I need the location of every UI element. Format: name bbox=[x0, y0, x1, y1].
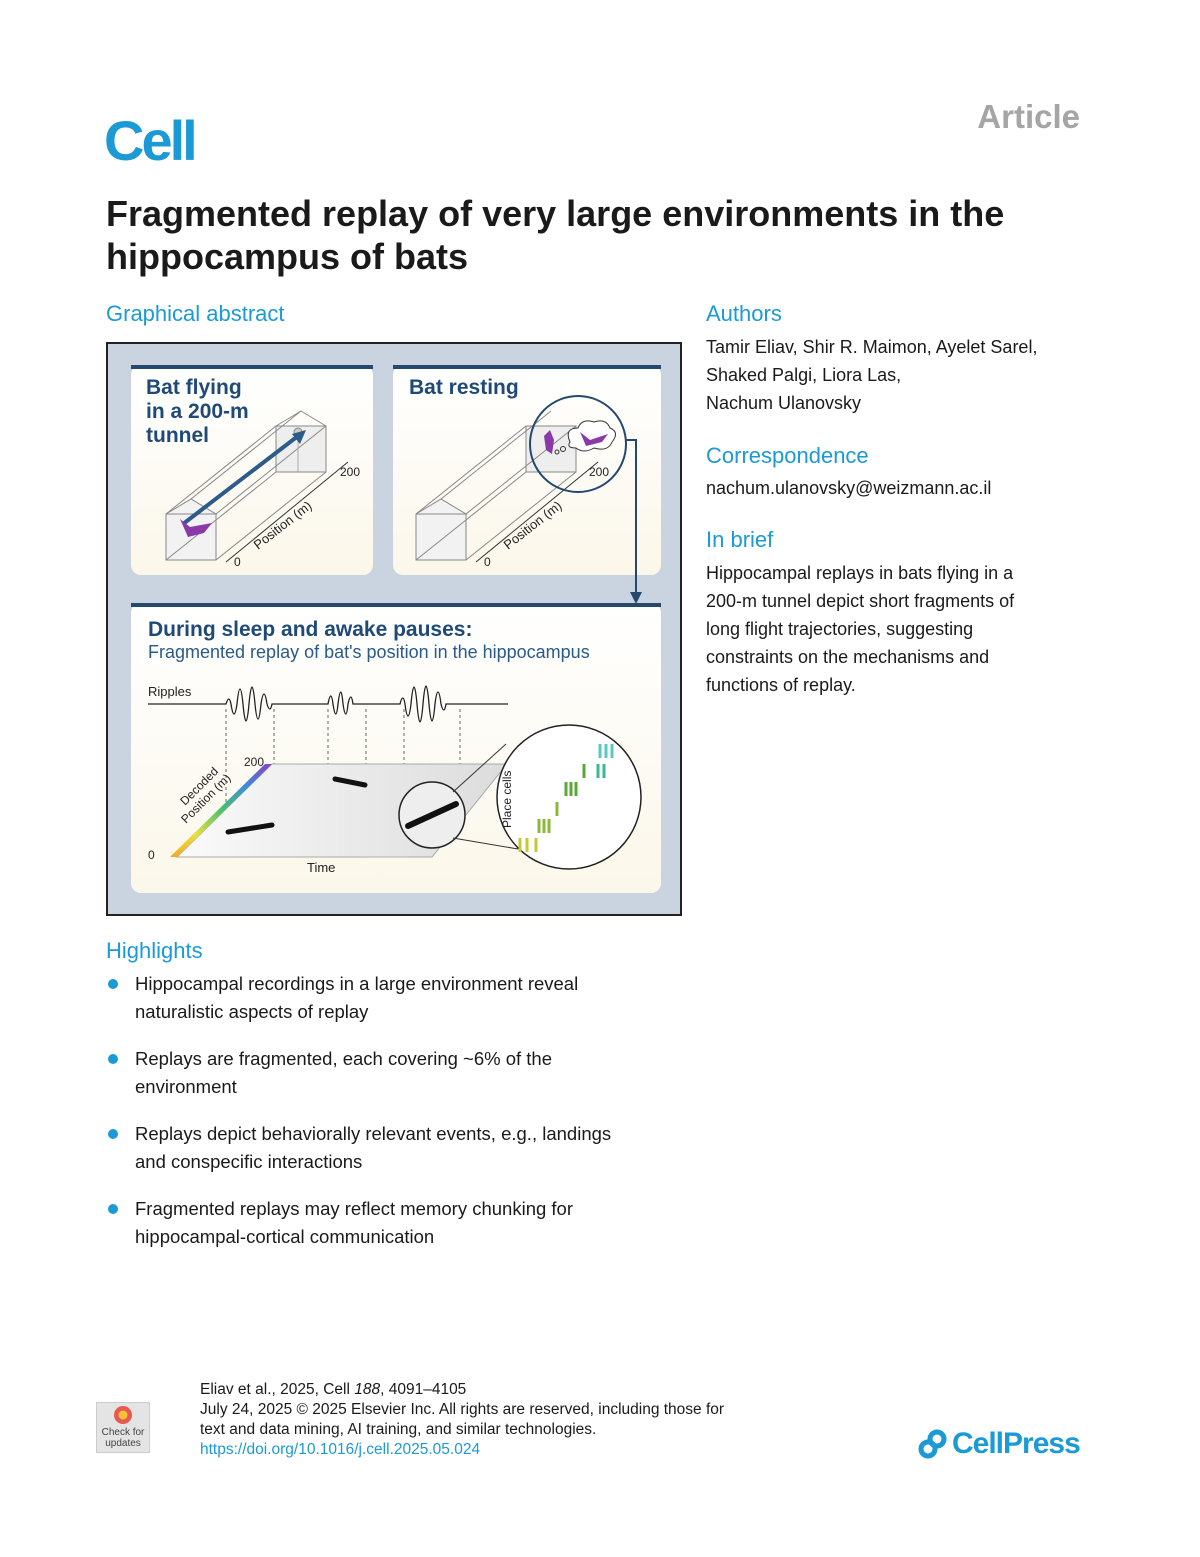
flight-arrow bbox=[181, 434, 300, 526]
highlight-line: and conspecific interactions bbox=[135, 1151, 363, 1172]
citation-line: Eliav et al., 2025, Cell 188, 4091–4105 bbox=[200, 1380, 724, 1400]
correspondence-email[interactable]: nachum.ulanovsky@weizmann.ac.il bbox=[706, 478, 992, 498]
copyright-line: text and data mining, AI training, and s… bbox=[200, 1421, 597, 1438]
doi-link[interactable]: https://doi.org/10.1016/j.cell.2025.05.0… bbox=[200, 1441, 481, 1458]
authors-line: Nachum Ulanovsky bbox=[706, 393, 862, 413]
highlight-line: naturalistic aspects of replay bbox=[135, 1001, 369, 1022]
axis-tick: 200 bbox=[244, 755, 264, 769]
citation-pages: , 4091–4105 bbox=[380, 1381, 467, 1398]
bullet-icon bbox=[108, 1129, 118, 1139]
in-brief-line: constraints on the mechanisms and bbox=[706, 647, 990, 667]
in-brief-heading: In brief bbox=[706, 527, 774, 552]
citation-text: Eliav et al., 2025, Cell bbox=[200, 1381, 355, 1398]
authors-line: Tamir Eliav, Shir R. Maimon, Ayelet Sare… bbox=[706, 337, 1038, 357]
axis-tick: 0 bbox=[484, 555, 491, 569]
crossmark-text: Check for updates bbox=[101, 1427, 145, 1449]
ripples-trace bbox=[148, 685, 508, 723]
in-brief-line: long flight trajectories, suggesting bbox=[706, 619, 974, 639]
highlight-item: Hippocampal recordings in a large enviro… bbox=[106, 970, 706, 1026]
connector-arrow bbox=[625, 439, 637, 596]
crossmark-icon bbox=[114, 1406, 132, 1424]
axis-label: Time bbox=[307, 860, 335, 875]
place-cells-label: Place cells bbox=[500, 771, 514, 828]
panel-title-line: in a 200-m bbox=[146, 400, 249, 423]
place-cells-zoom bbox=[496, 724, 642, 870]
place-cell-spikes bbox=[518, 744, 614, 852]
correspondence-heading: Correspondence bbox=[706, 443, 869, 468]
axis-tick: 200 bbox=[589, 465, 609, 479]
highlight-line: Replays are fragmented, each covering ~6… bbox=[135, 1048, 553, 1069]
copyright-line: July 24, 2025 © 2025 Elsevier Inc. All r… bbox=[200, 1401, 725, 1418]
axis-tick: 200 bbox=[340, 465, 360, 479]
highlight-item: Replays are fragmented, each covering ~6… bbox=[106, 1045, 706, 1101]
bat-icon bbox=[180, 519, 212, 537]
in-brief-line: Hippocampal replays in bats flying in a bbox=[706, 563, 1014, 583]
axis-tick: 0 bbox=[234, 555, 241, 569]
cellpress-text: CellPress bbox=[952, 1427, 1081, 1460]
highlight-line: environment bbox=[135, 1076, 237, 1097]
in-brief-line: functions of replay. bbox=[706, 675, 856, 695]
cellpress-mark-icon bbox=[918, 1429, 947, 1459]
in-brief-line: 200-m tunnel depict short fragments of bbox=[706, 591, 1015, 611]
panel-bat-flying: Bat flying in a 200-m tunnel 200 0 Posit… bbox=[131, 365, 373, 575]
panel-title-line: Bat flying bbox=[146, 376, 242, 399]
thought-cloud-icon bbox=[567, 420, 616, 452]
highlight-line: Fragmented replays may reflect memory ch… bbox=[135, 1198, 574, 1219]
highlight-line: hippocampal-cortical communication bbox=[135, 1226, 435, 1247]
arrow-head-icon bbox=[292, 430, 306, 444]
graphical-abstract: Bat flying in a 200-m tunnel 200 0 Posit… bbox=[106, 342, 682, 916]
graphical-abstract-figure: Bat flying in a 200-m tunnel 200 0 Posit… bbox=[131, 365, 661, 893]
cellpress-logo: CellPress bbox=[918, 1427, 1081, 1461]
bullet-icon bbox=[108, 979, 118, 989]
highlight-item: Replays depict behaviorally relevant eve… bbox=[106, 1120, 706, 1176]
highlights-list: Hippocampal recordings in a large enviro… bbox=[106, 970, 706, 1270]
dream-bat-icon bbox=[580, 432, 608, 446]
panel-subtitle: Fragmented replay of bat's position in t… bbox=[148, 642, 590, 662]
authors-heading: Authors bbox=[706, 301, 782, 326]
replay-trajectory bbox=[332, 776, 368, 788]
highlight-line: Hippocampal recordings in a large enviro… bbox=[135, 973, 579, 994]
zoom-circle bbox=[529, 395, 627, 493]
panel-title: Bat resting bbox=[409, 376, 519, 399]
highlights-heading: Highlights bbox=[106, 938, 203, 963]
axis-tick: 0 bbox=[148, 848, 155, 862]
paper-title: Fragmented replay of very large environm… bbox=[106, 193, 1005, 277]
resting-bat-icon bbox=[544, 430, 554, 454]
authors-list: Tamir Eliav, Shir R. Maimon, Ayelet Sare… bbox=[706, 333, 1037, 417]
citation-volume: 188 bbox=[354, 1381, 381, 1398]
panel-title: During sleep and awake pauses: bbox=[148, 618, 472, 641]
in-brief-text: Hippocampal replays in bats flying in a … bbox=[706, 559, 1014, 699]
panel-bat-resting: Bat resting 200 0 Position (m) bbox=[393, 365, 661, 575]
graphical-abstract-heading: Graphical abstract bbox=[106, 301, 285, 326]
bullet-icon bbox=[108, 1054, 118, 1064]
bullet-icon bbox=[108, 1204, 118, 1214]
highlight-item: Fragmented replays may reflect memory ch… bbox=[106, 1195, 706, 1251]
panel-title-line: tunnel bbox=[146, 424, 209, 447]
arrow-head-icon bbox=[630, 592, 642, 604]
replay-trajectory bbox=[405, 801, 459, 829]
citation-footer: Eliav et al., 2025, Cell 188, 4091–4105 … bbox=[200, 1380, 724, 1460]
highlight-line: Replays depict behaviorally relevant eve… bbox=[135, 1123, 612, 1144]
cell-journal-logo: Cell bbox=[104, 109, 198, 172]
position-color-scale bbox=[170, 764, 272, 857]
check-for-updates-badge[interactable]: Check for updates bbox=[96, 1402, 150, 1453]
authors-line: Shaked Palgi, Liora Las, bbox=[706, 365, 902, 385]
article-type-label: Article bbox=[977, 98, 1080, 135]
panel-replay: During sleep and awake pauses: Fragmente… bbox=[131, 603, 661, 893]
replay-trajectory bbox=[225, 822, 275, 835]
ripples-label: Ripples bbox=[148, 684, 192, 699]
